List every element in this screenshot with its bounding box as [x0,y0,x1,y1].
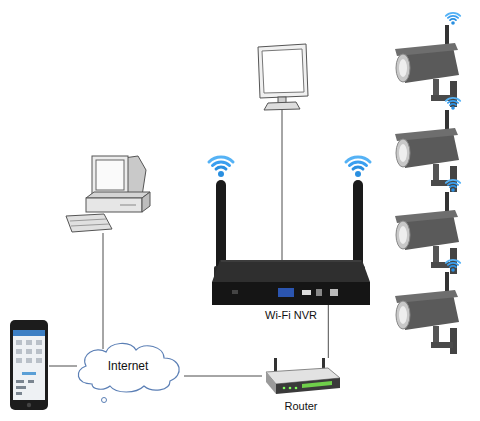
ip-camera [395,260,460,354]
router-device-outline [262,358,340,396]
smartphone-part-part [16,392,22,395]
desktop-computer-part [70,219,106,221]
smartphone-part-part [26,358,32,363]
wifi-symbol [446,13,460,25]
display-monitor-part [264,102,300,110]
internet-cloud: Internet [72,338,184,394]
smartphone-part-part [36,349,42,354]
ip-camera [395,180,460,274]
desktop-computer [66,156,150,232]
smartphone-part [13,330,45,400]
ip-camera-part [431,342,453,348]
nvr-device-outline-part [221,261,361,262]
router-device: Router [262,358,340,396]
desktop-computer-part [86,198,142,212]
nvr-antennas [209,157,370,286]
ip-camera [395,13,460,107]
nvr-device-outline-part [212,260,370,282]
internet-cloud-outline-part [78,343,179,392]
desktop-computer-part [142,192,150,212]
desktop-computer-part [86,192,150,198]
router-device-outline-part [276,378,340,394]
display-monitor-part [258,44,308,98]
ip-camera-part [396,54,410,82]
smartphone-part-part [16,380,24,383]
nvr-device-outline-part [232,290,238,294]
router-device-outline-part [266,372,276,394]
nvr-device: Wi-Fi NVR [212,260,370,305]
wifi-symbol [346,157,370,177]
ip-camera-part [450,328,457,354]
smartphone-part [10,320,48,410]
display-monitor [258,44,308,110]
ip-camera-part [396,301,410,329]
smartphone-part-part [16,340,22,345]
nvr-device-outline [212,260,370,305]
cloud-label: Internet [108,359,149,373]
smartphone-part-part [36,358,42,363]
desktop-computer-part [71,224,109,226]
smartphone-part-part [26,340,32,345]
smartphone-part [16,380,34,395]
desktop-computer-part [66,214,112,232]
device-label: Router [222,400,380,413]
nvr-device-outline-part [330,289,338,296]
wifi-symbol [446,180,460,192]
desktop-computer-part [120,205,136,206]
cloud-tail [102,398,107,403]
smartphone-part-part [16,358,22,363]
smartphone-part [13,330,45,336]
ip-camera-part [399,226,407,244]
wifi-symbol [446,98,460,110]
network-cable [184,376,262,377]
smartphone-part [27,403,31,407]
display-monitor-part [262,49,304,93]
smartphone-part [16,340,42,363]
ip-camera-part [399,59,407,77]
phone-wire [49,366,77,367]
nvr-device-outline-part [278,288,294,297]
device-label: Wi-Fi NVR [172,309,410,322]
nvr-device-outline-part [316,289,322,296]
ip-camera-part [399,144,407,162]
wifi-symbol [446,260,460,272]
smartphone-part-part [16,386,26,389]
ip-camera-part [396,139,410,167]
smartphone-part-part [28,380,34,383]
router-device-outline-part [295,387,298,390]
nvr-device-outline-part [302,290,311,295]
wifi-symbol [209,157,233,177]
smartphone [10,320,48,410]
smartphone-part-part [16,349,22,354]
smartphone-part-part [26,349,32,354]
desktop-computer-part [92,156,128,196]
cameras [395,13,460,354]
monitor-wire [282,110,283,260]
ip-camera [395,98,460,192]
network-cable [328,305,329,358]
smartphone-part [22,372,36,375]
ip-camera-part [399,306,407,324]
nvr-device-outline-part [212,282,370,305]
smartphone-part-part [36,340,42,345]
ip-camera-part [396,221,410,249]
network-wires [49,110,282,403]
desktop-computer-part [96,160,124,190]
router-device-outline-part [283,387,286,390]
router-device-outline-part [289,387,292,390]
router-device-outline-part [302,381,332,388]
pc-wire [103,233,104,349]
